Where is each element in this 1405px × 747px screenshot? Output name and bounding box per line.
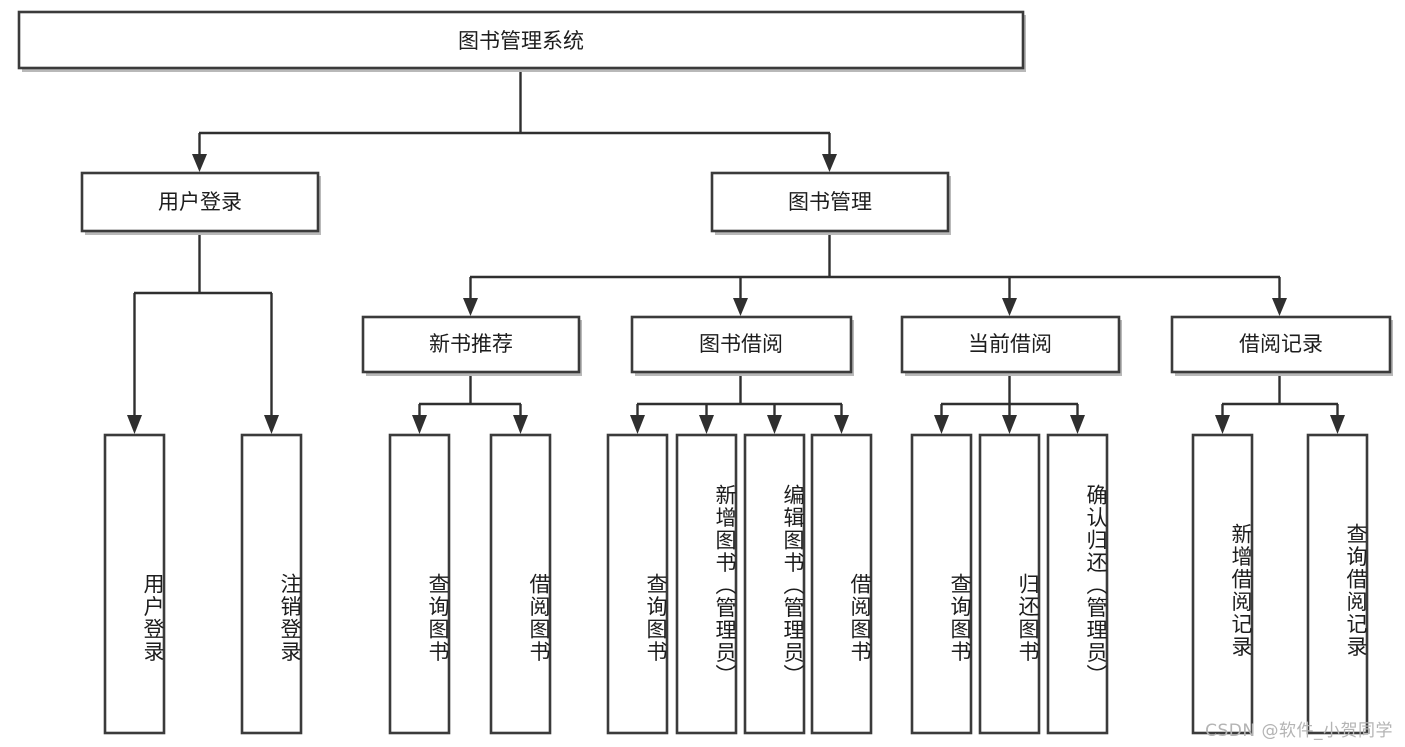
leaf-group-new-book-recommend	[388, 433, 552, 735]
node-current-borrow-rect	[900, 315, 1121, 374]
leaf-current-borrow-2-rect[interactable]	[978, 433, 1041, 735]
node-current-borrow-label: 当前借阅	[968, 332, 1052, 356]
node-book-manage-rect	[710, 171, 950, 233]
arrow-head-leaf-borrow-record-1	[1215, 415, 1230, 434]
connector-group-new-book-recommend	[412, 373, 528, 434]
leaf-group-borrow-record	[1191, 433, 1369, 735]
arrow-head-user-login	[192, 154, 207, 172]
connector-group-current-borrow	[934, 373, 1085, 434]
node-root-system[interactable]: 图书管理系统	[17, 10, 1026, 72]
leaf-borrow-record-2-rect[interactable]	[1306, 433, 1369, 735]
leaf-current-borrow-3-rect[interactable]	[1046, 433, 1109, 735]
node-user-login[interactable]: 用户登录	[80, 171, 321, 235]
leaf-group-book-borrow	[606, 433, 873, 735]
leaf-borrow-record-1-rect[interactable]	[1191, 433, 1254, 735]
leaf-new-book-1-rect[interactable]	[388, 433, 451, 735]
leaf-user-login-1-rect[interactable]	[103, 433, 166, 735]
leaf-current-borrow-1-rect[interactable]	[910, 433, 973, 735]
connector-group-borrow-record	[1215, 373, 1345, 434]
arrow-head-leaf-book-borrow-1	[630, 415, 645, 434]
arrow-head-current-borrow	[1002, 298, 1017, 316]
node-book-borrow-rect	[630, 315, 853, 374]
arrow-head-leaf-book-borrow-4	[834, 415, 849, 434]
node-new-book-recommend-label: 新书推荐	[429, 332, 513, 356]
connector-group-book-borrow	[630, 373, 849, 434]
node-borrow-record-rect	[1170, 315, 1392, 374]
arrow-head-leaf-user-login-1	[127, 415, 142, 434]
node-new-book-recommend-rect	[361, 315, 581, 374]
connector-group-book-manage	[463, 232, 1287, 316]
node-borrow-record-label: 借阅记录	[1239, 332, 1323, 356]
node-book-manage[interactable]: 图书管理	[710, 171, 951, 235]
leaf-new-book-2-rect[interactable]	[489, 433, 552, 735]
arrow-head-borrow-record	[1272, 298, 1287, 316]
arrow-head-leaf-book-borrow-3	[767, 415, 782, 434]
csdn-watermark: CSDN @软件_小贺同学	[1205, 721, 1393, 741]
node-book-manage-label: 图书管理	[788, 190, 872, 214]
arrow-head-leaf-new-book-2	[513, 415, 528, 434]
arrow-head-leaf-current-borrow-3	[1070, 415, 1085, 434]
arrow-head-book-borrow	[733, 298, 748, 316]
arrow-head-leaf-book-borrow-2	[699, 415, 714, 434]
node-book-borrow-label: 图书借阅	[699, 332, 783, 356]
leaf-book-borrow-3-rect[interactable]	[743, 433, 806, 735]
arrow-head-leaf-new-book-1	[412, 415, 427, 434]
node-borrow-record[interactable]: 借阅记录	[1170, 315, 1393, 376]
leaf-book-borrow-4-rect[interactable]	[810, 433, 873, 735]
arrow-head-book-manage	[822, 154, 837, 172]
node-user-login-rect	[80, 171, 320, 233]
node-root-rect	[17, 10, 1025, 70]
node-new-book-recommend[interactable]: 新书推荐	[361, 315, 582, 376]
connector-group-root	[192, 68, 837, 172]
arrow-head-leaf-user-login-2	[264, 415, 279, 434]
node-root-label: 图书管理系统	[458, 29, 584, 53]
arrow-head-leaf-current-borrow-2	[1002, 415, 1017, 434]
arrow-head-leaf-borrow-record-2	[1330, 415, 1345, 434]
node-user-login-label: 用户登录	[158, 190, 242, 214]
leaf-book-borrow-1-rect[interactable]	[606, 433, 669, 735]
arrow-head-new-book-recommend	[463, 298, 478, 316]
arrow-head-leaf-current-borrow-1	[934, 415, 949, 434]
node-current-borrow[interactable]: 当前借阅	[900, 315, 1122, 376]
leaf-book-borrow-2-rect[interactable]	[675, 433, 738, 735]
leaf-group-current-borrow	[910, 433, 1109, 735]
leaf-user-login-2-rect[interactable]	[240, 433, 303, 735]
node-book-borrow[interactable]: 图书借阅	[630, 315, 854, 376]
leaf-group-user-login	[103, 433, 303, 735]
connector-group-user-login	[127, 232, 279, 434]
